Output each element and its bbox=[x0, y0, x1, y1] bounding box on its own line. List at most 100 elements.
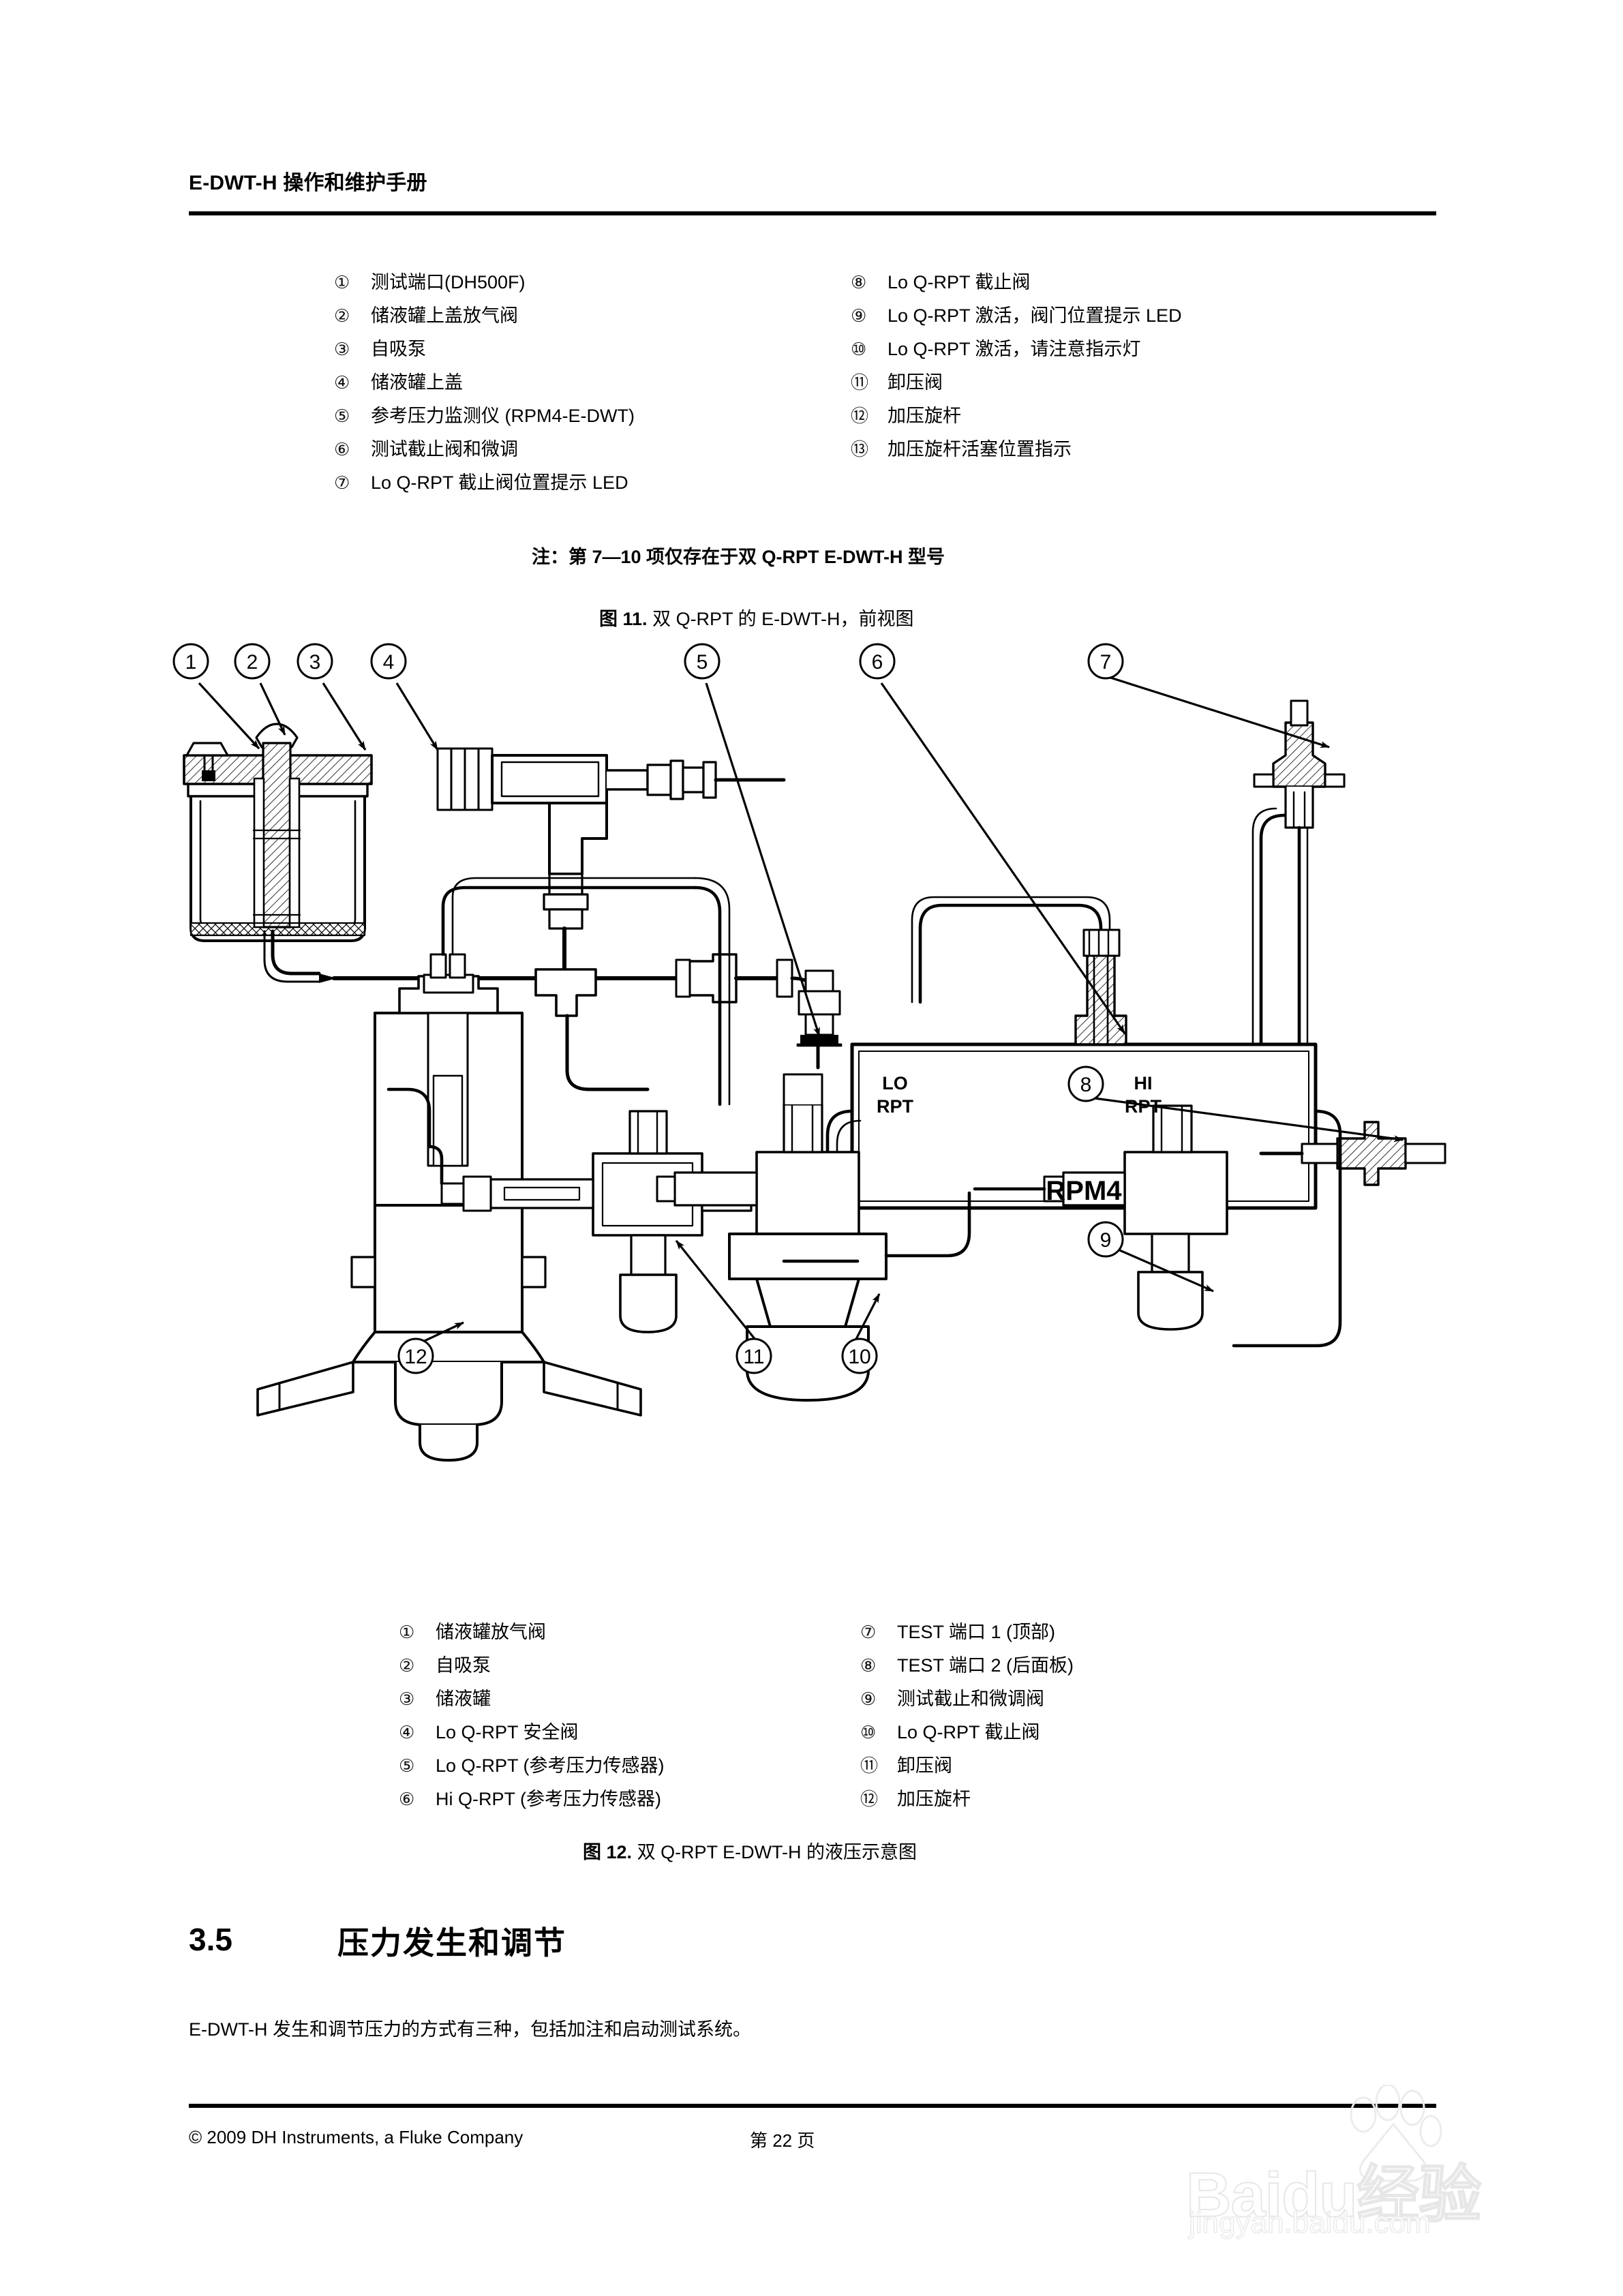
figure12-caption-prefix: 图 12. bbox=[583, 1842, 633, 1862]
item-label: 自吸泵 bbox=[436, 1655, 491, 1676]
item-label: 加压旋杆 bbox=[897, 1789, 971, 1809]
list-item: ⑪ 卸压阀 bbox=[860, 1749, 1074, 1783]
item-label: 参考压力监测仪 (RPM4-E-DWT) bbox=[371, 406, 635, 426]
callout-circle-4 bbox=[370, 643, 407, 680]
lo-rpt-port-label-line2: RPT bbox=[877, 1096, 914, 1117]
list-item: ⑫ 加压旋杆 bbox=[860, 1783, 1074, 1816]
list-item: ⑥ Hi Q-RPT (参考压力传感器) bbox=[399, 1783, 665, 1816]
item-number: ② bbox=[399, 1655, 415, 1676]
item-label: 储液罐上盖 bbox=[371, 372, 463, 393]
callout-circle-8 bbox=[1067, 1066, 1104, 1102]
list-item: ③ 储液罐 bbox=[399, 1682, 665, 1716]
callout-number-12: 12 bbox=[404, 1346, 427, 1368]
item-number: ⑨ bbox=[860, 1689, 877, 1709]
callout-number-7: 7 bbox=[1100, 651, 1112, 674]
callout-circle-6 bbox=[859, 643, 896, 680]
item-number: ④ bbox=[399, 1722, 415, 1742]
item-label: TEST 端口 1 (顶部) bbox=[897, 1622, 1056, 1642]
baidu-watermark: Baidu经验 jingyan.baidu.com bbox=[1185, 2072, 1609, 2243]
list-item: ⑩ Lo Q-RPT 激活，请注意指示灯 bbox=[851, 333, 1182, 366]
footer-page-number: 第 22 页 bbox=[750, 2130, 815, 2151]
item-label: Lo Q-RPT (参考压力传感器) bbox=[436, 1755, 665, 1776]
page-header-title: E-DWT-H 操作和维护手册 bbox=[189, 172, 427, 194]
list-item: ④ Lo Q-RPT 安全阀 bbox=[399, 1716, 665, 1749]
list-item: ⑤ 参考压力监测仪 (RPM4-E-DWT) bbox=[334, 399, 635, 433]
item-label: 卸压阀 bbox=[888, 372, 943, 393]
list-item: ⑩ Lo Q-RPT 截止阀 bbox=[860, 1716, 1074, 1749]
item-number: ⑩ bbox=[860, 1722, 877, 1742]
item-number: ⑫ bbox=[851, 406, 869, 426]
item-number: ③ bbox=[399, 1689, 415, 1709]
lo-rpt-port-label-line1: LO bbox=[882, 1073, 908, 1093]
item-number: ⑥ bbox=[399, 1789, 415, 1809]
list-item: ④ 储液罐上盖 bbox=[334, 366, 635, 399]
baidu-paw-icon bbox=[1350, 2085, 1442, 2182]
callout-number-10: 10 bbox=[848, 1346, 870, 1368]
callout-number-6: 6 bbox=[872, 651, 883, 674]
item-number: ⑧ bbox=[851, 272, 867, 292]
watermark-sub-text: jingyan.baidu.com bbox=[1188, 2205, 1431, 2240]
item-number: ⑪ bbox=[851, 372, 869, 393]
list-item: ⑦ TEST 端口 1 (顶部) bbox=[860, 1616, 1074, 1649]
item-number: ⑤ bbox=[334, 406, 350, 426]
item-label: 测试截止阀和微调 bbox=[371, 439, 518, 459]
item-number: ④ bbox=[334, 372, 350, 393]
list-item: ② 自吸泵 bbox=[399, 1649, 665, 1682]
callout-number-8: 8 bbox=[1080, 1074, 1092, 1096]
item-label: Hi Q-RPT (参考压力传感器) bbox=[436, 1789, 661, 1809]
figure11-caption: 图 11. 双 Q-RPT 的 E-DWT-H，前视图 bbox=[599, 604, 914, 631]
item-label: Lo Q-RPT 截止阀 bbox=[897, 1722, 1040, 1742]
header-rule bbox=[189, 211, 1436, 215]
footer-copyright: © 2009 DH Instruments, a Fluke Company bbox=[189, 2127, 524, 2147]
item-label: 加压旋杆活塞位置指示 bbox=[888, 439, 1072, 459]
section-paragraph: E-DWT-H 发生和调节压力的方式有三种，包括加注和启动测试系统。 bbox=[189, 2019, 751, 2040]
footer-rule bbox=[189, 2104, 1436, 2108]
item-label: Lo Q-RPT 激活，请注意指示灯 bbox=[888, 339, 1141, 359]
list-item: ⑬ 加压旋杆活塞位置指示 bbox=[851, 433, 1182, 466]
item-number: ⑪ bbox=[860, 1755, 879, 1776]
item-label: 储液罐 bbox=[436, 1689, 491, 1709]
watermark-main-text: Baidu经验 bbox=[1185, 2160, 1483, 2231]
item-number: ⑧ bbox=[860, 1655, 877, 1676]
item-number: ⑦ bbox=[860, 1622, 877, 1642]
callout-circle-12 bbox=[397, 1338, 434, 1374]
callout-circle-9 bbox=[1087, 1221, 1124, 1258]
rpm4-device-label: RPM4 bbox=[1046, 1176, 1122, 1206]
item-number: ⑨ bbox=[851, 305, 867, 326]
item-label: 卸压阀 bbox=[897, 1755, 952, 1776]
figure11-note: 注：第 7—10 项仅存在于双 Q-RPT E-DWT-H 型号 bbox=[532, 547, 945, 567]
item-number: ⑬ bbox=[851, 439, 869, 459]
callout-number-5: 5 bbox=[697, 651, 708, 674]
item-number: ⑫ bbox=[860, 1789, 879, 1809]
callout-circle-5 bbox=[684, 643, 721, 680]
item-label: 储液罐放气阀 bbox=[436, 1622, 546, 1642]
callout-circle-11 bbox=[735, 1338, 772, 1374]
figure11-caption-prefix: 图 11. bbox=[599, 609, 648, 629]
section-number: 3.5 bbox=[189, 1922, 232, 1957]
callout-number-11: 11 bbox=[743, 1346, 764, 1368]
item-label: Lo Q-RPT 激活，阀门位置提示 LED bbox=[888, 305, 1182, 326]
callout-number-3: 3 bbox=[309, 651, 321, 674]
list-item: ⑪ 卸压阀 bbox=[851, 366, 1182, 399]
callout-circle-2 bbox=[234, 643, 271, 680]
item-label: 储液罐上盖放气阀 bbox=[371, 305, 518, 326]
section-title: 压力发生和调节 bbox=[337, 1925, 566, 1961]
callout-number-4: 4 bbox=[383, 651, 395, 674]
item-number: ⑦ bbox=[334, 472, 350, 493]
item-label: Lo Q-RPT 安全阀 bbox=[436, 1722, 579, 1742]
item-number: ⑩ bbox=[851, 339, 867, 359]
callout-circle-7 bbox=[1087, 643, 1124, 680]
item-label: Lo Q-RPT 截止阀 bbox=[888, 272, 1031, 292]
item-label: 自吸泵 bbox=[371, 339, 426, 359]
figure12-caption: 图 12. 双 Q-RPT E-DWT-H 的液压示意图 bbox=[583, 1837, 917, 1864]
